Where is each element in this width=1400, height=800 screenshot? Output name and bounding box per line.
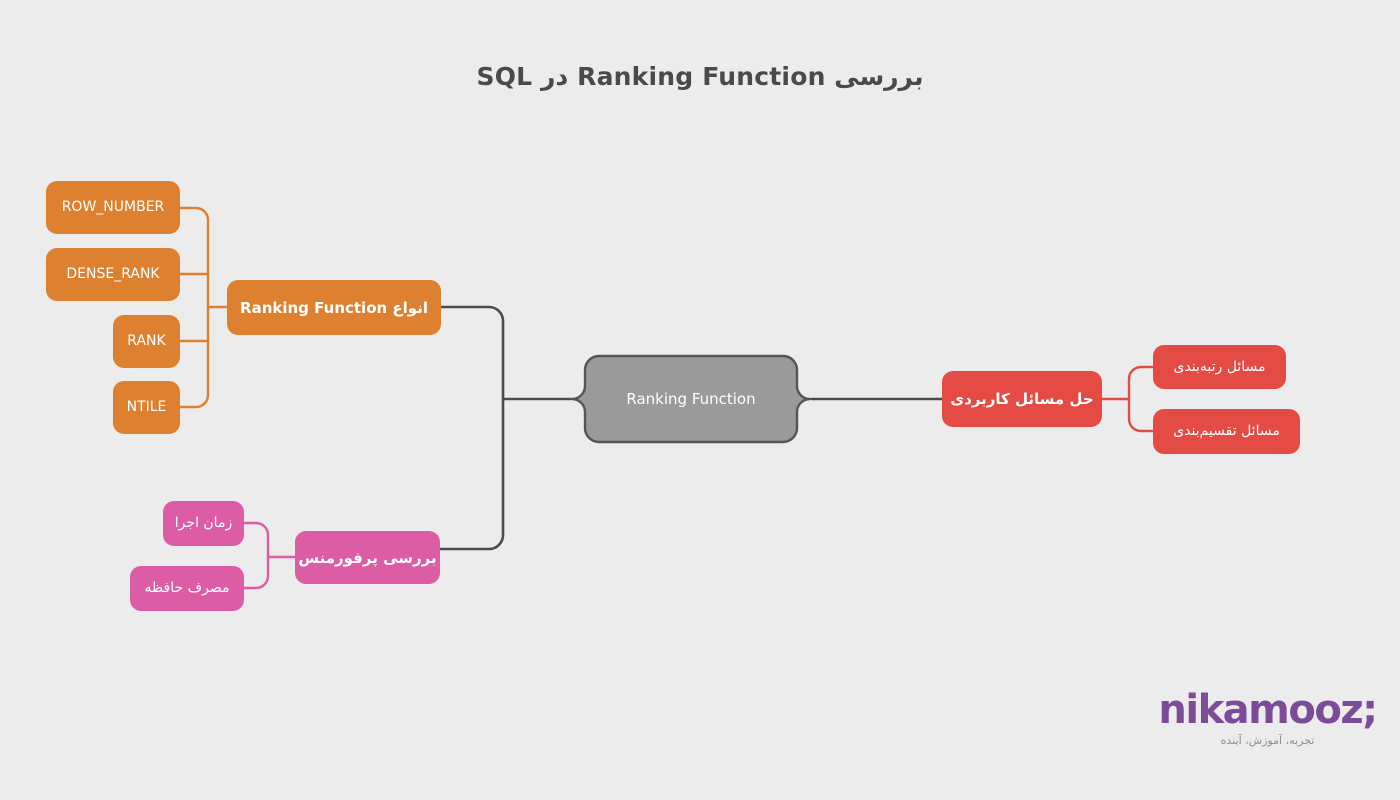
brand-logo: nikamooz; تجربه، آموزش، آینده bbox=[1155, 690, 1380, 747]
leaf-node-execution-time[interactable]: زمان اجرا bbox=[163, 501, 244, 546]
leaf-node-execution-time-label: زمان اجرا bbox=[174, 515, 233, 532]
leaf-node-rank-label: RANK bbox=[127, 333, 166, 350]
leaf-node-partition-problems[interactable]: مسائل تقسیم‌بندی bbox=[1153, 409, 1300, 454]
branch-node-practical[interactable]: حل مسائل کاربردی bbox=[942, 371, 1102, 427]
leaf-node-row-number[interactable]: ROW_NUMBER bbox=[46, 181, 180, 234]
edge-group-types bbox=[178, 206, 229, 409]
edge-group-practical bbox=[1100, 365, 1155, 433]
branch-node-practical-label: حل مسائل کاربردی bbox=[950, 390, 1094, 408]
leaf-node-rank[interactable]: RANK bbox=[113, 315, 180, 368]
leaf-node-ranking-problems[interactable]: مسائل رتبه‌بندی bbox=[1153, 345, 1286, 389]
logo-tagline: تجربه، آموزش، آینده bbox=[1220, 734, 1315, 747]
leaf-node-ranking-problems-label: مسائل رتبه‌بندی bbox=[1173, 358, 1266, 375]
page-title: بررسی Ranking Function در SQL bbox=[476, 62, 924, 91]
leaf-node-dense-rank-label: DENSE_RANK bbox=[66, 266, 160, 283]
leaf-node-memory-usage-label: مصرف حافظه bbox=[144, 580, 230, 597]
logo-wordmark: nikamooz; bbox=[1158, 687, 1378, 733]
leaf-node-dense-rank[interactable]: DENSE_RANK bbox=[46, 248, 180, 301]
branch-node-types[interactable]: انواع Ranking Function bbox=[227, 280, 441, 335]
leaf-node-row-number-label: ROW_NUMBER bbox=[61, 199, 165, 216]
center-node-label: Ranking Function bbox=[626, 390, 756, 408]
leaf-node-ntile-label: NTILE bbox=[126, 399, 167, 416]
branch-node-types-label: انواع Ranking Function bbox=[240, 298, 428, 317]
leaf-node-memory-usage[interactable]: مصرف حافظه bbox=[130, 566, 244, 611]
edge-group-performance bbox=[242, 521, 297, 590]
leaf-node-ntile[interactable]: NTILE bbox=[113, 381, 180, 434]
branch-node-performance[interactable]: بررسی پرفورمنس bbox=[295, 531, 440, 584]
edge-group-center-left bbox=[438, 305, 572, 551]
branch-node-performance-label: بررسی پرفورمنس bbox=[298, 548, 437, 567]
center-node[interactable]: Ranking Function bbox=[585, 356, 797, 442]
leaf-node-partition-problems-label: مسائل تقسیم‌بندی bbox=[1173, 423, 1280, 440]
